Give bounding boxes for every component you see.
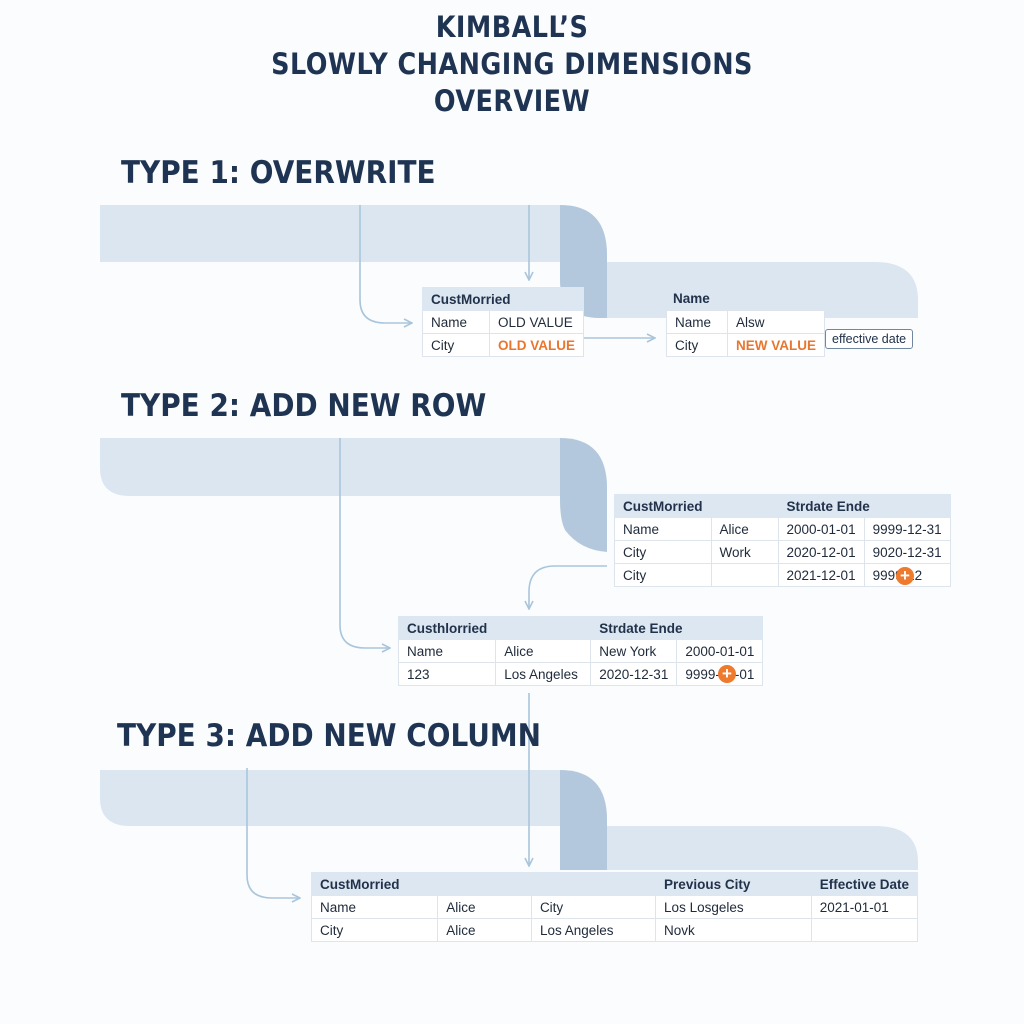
table-cell: Alice (710, 517, 779, 541)
table-cell-old-value: OLD VALUE (489, 333, 584, 357)
type1-old-table: CustMorried Name OLD VALUE City OLD VALU… (422, 287, 584, 357)
add-row-plus-icon: + (718, 665, 736, 683)
table-cell: City (422, 333, 490, 357)
table-cell: Name (422, 310, 490, 334)
table-header (710, 494, 779, 518)
table-header (437, 872, 532, 896)
table-cell: 9020-12-31 (863, 540, 951, 564)
table-cell: Alice (437, 895, 532, 919)
table-header: Strdate Ende (590, 616, 764, 640)
type3-band-lower (560, 826, 918, 870)
table-cell: 2020-12-01 (777, 540, 865, 564)
table-header: CustMorried (614, 494, 712, 518)
type1-heading: TYPE 1: OVERWRITE (121, 155, 436, 191)
type1-old-table-header: CustMorried (422, 287, 584, 311)
type2-band-overlap (560, 438, 607, 552)
type1-band-lower (560, 262, 918, 318)
type3-arrow-left (246, 768, 300, 898)
table-header: CustMorried (310, 872, 439, 896)
diagram-title-line-3: OVERVIEW (433, 84, 591, 118)
table-cell: City (666, 333, 728, 357)
table-cell: Alice (437, 918, 532, 942)
table-cell-new-value: NEW VALUE (727, 333, 825, 357)
table-cell: New York (590, 639, 678, 663)
type3-band-overlap (560, 770, 607, 870)
table-cell: Name (397, 639, 497, 663)
add-row-plus-icon: + (896, 567, 914, 585)
table-cell: City (614, 540, 712, 564)
table-cell: 123 (397, 662, 497, 686)
table-cell: 2000-01-01 (777, 517, 865, 541)
type2-upper-table: CustMorried Strdate Ende Name Alice 2000… (614, 494, 951, 587)
table-cell: City (614, 563, 712, 587)
type3-heading: TYPE 3: ADD NEW COLUMN (117, 718, 542, 754)
table-header: Previous City (655, 872, 812, 896)
table-cell: Name (666, 310, 728, 334)
type3-table: CustMorried Previous City Effective Date… (310, 872, 919, 942)
table-cell: Work (710, 540, 779, 564)
table-cell: City (530, 895, 657, 919)
type2-band-upper (100, 438, 607, 496)
effective-date-tag: effective date (825, 329, 914, 349)
diagram-title-line-1: KIMBALL’S (435, 10, 589, 44)
table-header (530, 872, 657, 896)
table-cell: Name (614, 517, 712, 541)
table-header: Effective Date (810, 872, 919, 896)
table-cell: Los Angeles (530, 918, 657, 942)
type2-lower-table: Custhlorried Strdate Ende Name Alice New… (397, 616, 764, 686)
type3-band-upper (100, 770, 607, 826)
table-cell: City (310, 918, 439, 942)
table-cell (810, 918, 919, 942)
table-cell: 2021-12-01 (777, 563, 865, 587)
table-cell: Alsw (727, 310, 825, 334)
table-header: Custhlorried (397, 616, 497, 640)
type2-arrow-curve (529, 565, 607, 609)
table-cell (710, 563, 779, 587)
table-cell: 9999-12-31 (863, 517, 951, 541)
table-header: Strdate Ende (777, 494, 951, 518)
table-cell: 2020-12-31 (590, 662, 678, 686)
type2-heading: TYPE 2: ADD NEW ROW (121, 388, 487, 424)
diagram-title-line-2: SLOWLY CHANGING DIMENSIONS (271, 47, 753, 81)
table-cell: Alice (495, 639, 592, 663)
type1-new-table: Name Alsw City NEW VALUE (666, 310, 825, 357)
table-cell: 2000-01-01 (676, 639, 764, 663)
table-cell: Novk (655, 918, 812, 942)
table-cell: Los Losgeles (655, 895, 812, 919)
type2-arrow-left (339, 438, 390, 648)
type1-band-upper (100, 205, 607, 262)
table-cell: Name (310, 895, 439, 919)
table-header (495, 616, 592, 640)
type1-new-table-header: Name (673, 291, 710, 306)
table-cell: Los Angeles (495, 662, 592, 686)
table-cell: 2021-01-01 (810, 895, 919, 919)
table-cell: OLD VALUE (489, 310, 584, 334)
type1-arrow-left (359, 205, 412, 323)
